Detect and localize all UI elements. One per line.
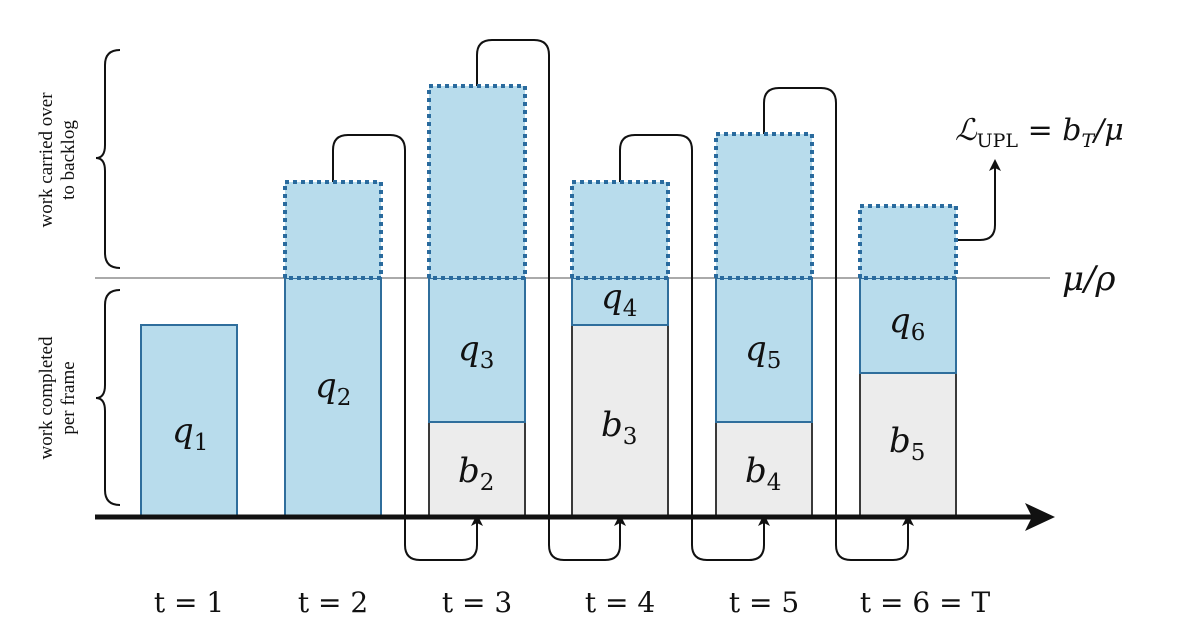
label-q1: q1 <box>172 411 208 456</box>
bar-5-backlog <box>714 132 814 280</box>
label-backlog-line1: work carried over <box>36 92 57 228</box>
time-label-3: t = 3 <box>442 586 512 619</box>
bar-6-backlog-done <box>859 372 957 518</box>
loss-arrow <box>956 159 1001 241</box>
threshold-label: μ/ρ <box>1062 259 1116 299</box>
bar-5-backlog-done <box>715 421 813 518</box>
time-label-6: t = 6 = T <box>860 586 991 619</box>
bar-3-backlog <box>427 84 527 280</box>
loss-formula: ℒUPL = bT/μ <box>955 113 1124 152</box>
time-label-4: t = 4 <box>585 586 655 619</box>
time-label-1: t = 1 <box>154 586 224 619</box>
carryover-arrow-4 <box>619 134 770 561</box>
label-completed-line2: per frame <box>58 361 79 434</box>
label-completed-line1: work completed <box>36 336 57 459</box>
bar-5-queue <box>715 277 813 423</box>
label-b4: b4 <box>745 451 781 496</box>
label-b2: b2 <box>458 451 494 496</box>
bar-4-backlog <box>570 180 670 280</box>
label-q2: q2 <box>315 366 351 411</box>
carryover-arrow-2 <box>332 134 483 561</box>
label-q5: q5 <box>745 329 781 374</box>
label-q3: q3 <box>458 329 494 374</box>
bar-1-queue <box>140 324 238 518</box>
label-backlog-line2: to backlog <box>58 120 79 200</box>
time-label-5: t = 5 <box>729 586 799 619</box>
time-label-2: t = 2 <box>298 586 368 619</box>
bar-6-queue <box>859 277 957 374</box>
carryover-arrow-5 <box>763 87 914 561</box>
bar-2-backlog <box>283 180 383 280</box>
carryover-arrow-3 <box>476 39 626 561</box>
brace-backlog <box>95 49 121 269</box>
label-q6: q6 <box>889 301 925 346</box>
bar-6-backlog <box>858 204 958 280</box>
label-b3: b3 <box>601 405 637 450</box>
time-axis-arrowhead <box>1025 503 1055 531</box>
label-q4: q4 <box>601 277 637 322</box>
label-b5: b5 <box>889 421 925 466</box>
brace-completed <box>95 289 121 506</box>
